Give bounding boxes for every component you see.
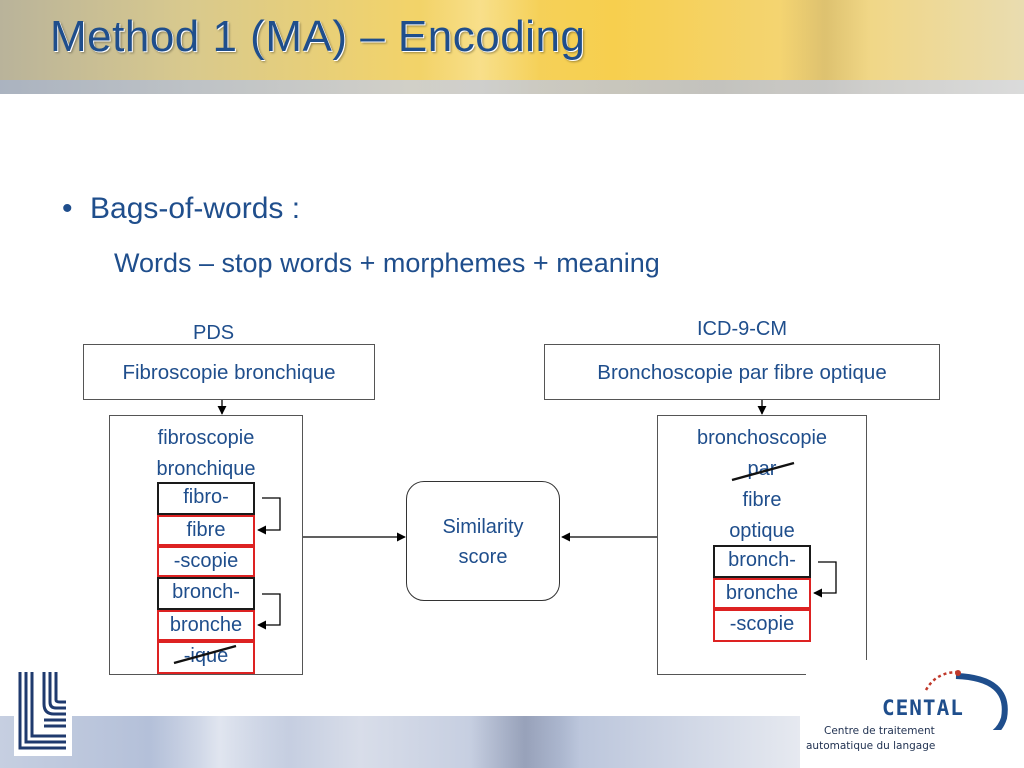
pds-morpheme: fibro-: [157, 482, 255, 515]
cental-logo: CENTAL Centre de traitement automatique …: [806, 660, 1016, 766]
pds-term-box: Fibroscopie bronchique: [83, 344, 375, 400]
cental-arc-icon: [924, 670, 1008, 730]
icd-morpheme: bronche: [713, 578, 811, 609]
icd-label: ICD-9-CM: [697, 318, 787, 340]
bullet-subline: Words – stop words + morphemes + meaning: [114, 248, 660, 278]
bullet-text: Bags-of-words :: [90, 192, 301, 225]
footer-shade: [470, 716, 580, 768]
icd-term: Bronchoscopie par fibre optique: [597, 361, 887, 384]
cental-tagline2: automatique du langage: [806, 740, 936, 752]
icd-word: fibre: [742, 489, 782, 511]
similarity-line2: score: [458, 546, 508, 568]
header-rule: [0, 80, 1024, 94]
bracket-fibro: [257, 497, 281, 535]
strike-ique: [173, 644, 237, 665]
icd-morpheme: bronch-: [713, 545, 811, 578]
pds-word: bronchique: [156, 458, 256, 480]
pds-morpheme: bronche: [157, 610, 255, 641]
strike-par: [731, 461, 795, 482]
cental-tagline1: Centre de traitement: [824, 725, 935, 737]
footer-highlight: [150, 716, 290, 768]
pds-morpheme: -scopie: [157, 546, 255, 577]
icd-morpheme: -scopie: [713, 609, 811, 642]
icd-word: bronchoscopie: [696, 427, 828, 449]
header-shade: [780, 0, 870, 94]
pds-morpheme: bronch-: [157, 577, 255, 610]
icd-term-box: Bronchoscopie par fibre optique: [544, 344, 940, 400]
slide-title: Method 1 (MA) – Encoding: [50, 12, 586, 61]
pds-morpheme: fibre: [157, 515, 255, 546]
footer-banner: [0, 716, 800, 768]
similarity-line1: Similarity: [442, 516, 524, 538]
header-highlight: [420, 0, 540, 94]
pds-morpheme-stop: -ique: [157, 641, 255, 674]
bracket-bronch-right: [813, 561, 837, 598]
pds-term: Fibroscopie bronchique: [122, 361, 336, 384]
bracket-bronch-left: [257, 593, 281, 630]
cental-brand: CENTAL: [882, 696, 964, 720]
pds-word: fibroscopie: [157, 427, 255, 449]
ucl-logo-icon: [18, 672, 66, 750]
icd-word: optique: [729, 520, 795, 542]
header-banner: [0, 0, 1024, 94]
bullet-dot: •: [62, 192, 73, 225]
similarity-score-box: Similarity score: [406, 481, 560, 601]
pds-label: PDS: [193, 322, 235, 344]
bullet-line: • Bags-of-words :: [62, 192, 300, 226]
university-logo: [14, 664, 72, 756]
